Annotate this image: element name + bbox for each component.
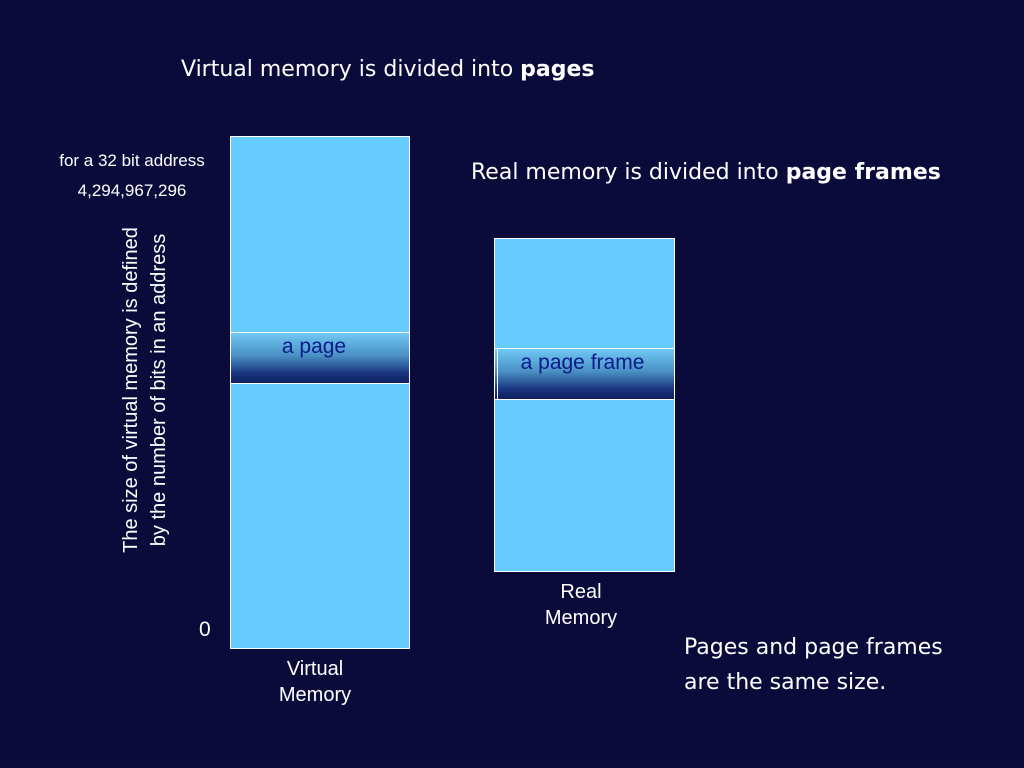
address-size-note: for a 32 bit address 4,294,967,296 (40, 146, 224, 206)
same-size-note: Pages and page frames are the same size. (684, 630, 943, 700)
virtual-memory-heading-text: Virtual memory is divided into (181, 57, 521, 82)
page-frame-block-label: a page frame (520, 351, 645, 374)
real-memory-box (494, 238, 675, 572)
virtual-memory-size-note: The size of virtual memory is defined by… (120, 227, 170, 553)
zero-address-label: 0 (199, 618, 211, 641)
page-frame-block: a page frame (494, 348, 675, 400)
page-frames-keyword: page frames (785, 160, 941, 185)
page-block: a page (230, 332, 410, 384)
virtual-caption-line1: Virtual (286, 658, 344, 680)
same-size-note-line1: Pages and page frames (684, 635, 943, 660)
real-memory-caption: Real Memory (516, 579, 646, 631)
same-size-note-line2: are the same size. (684, 670, 887, 695)
pages-keyword: pages (520, 57, 595, 82)
virtual-caption-line2: Memory (278, 684, 352, 706)
virtual-memory-box (230, 136, 410, 649)
real-caption-line1: Real (560, 581, 602, 603)
page-block-label: a page (281, 335, 347, 358)
address-max-value: 4,294,967,296 (77, 181, 187, 200)
address-bits-label: for a 32 bit address (59, 151, 205, 170)
real-memory-heading: Real memory is divided into page frames (471, 160, 941, 186)
page-frame-divider (497, 348, 498, 400)
virtual-memory-caption: Virtual Memory (250, 656, 380, 708)
real-caption-line2: Memory (544, 607, 618, 629)
virtual-memory-heading: Virtual memory is divided into pages (181, 57, 595, 83)
real-memory-heading-text: Real memory is divided into (471, 160, 786, 185)
